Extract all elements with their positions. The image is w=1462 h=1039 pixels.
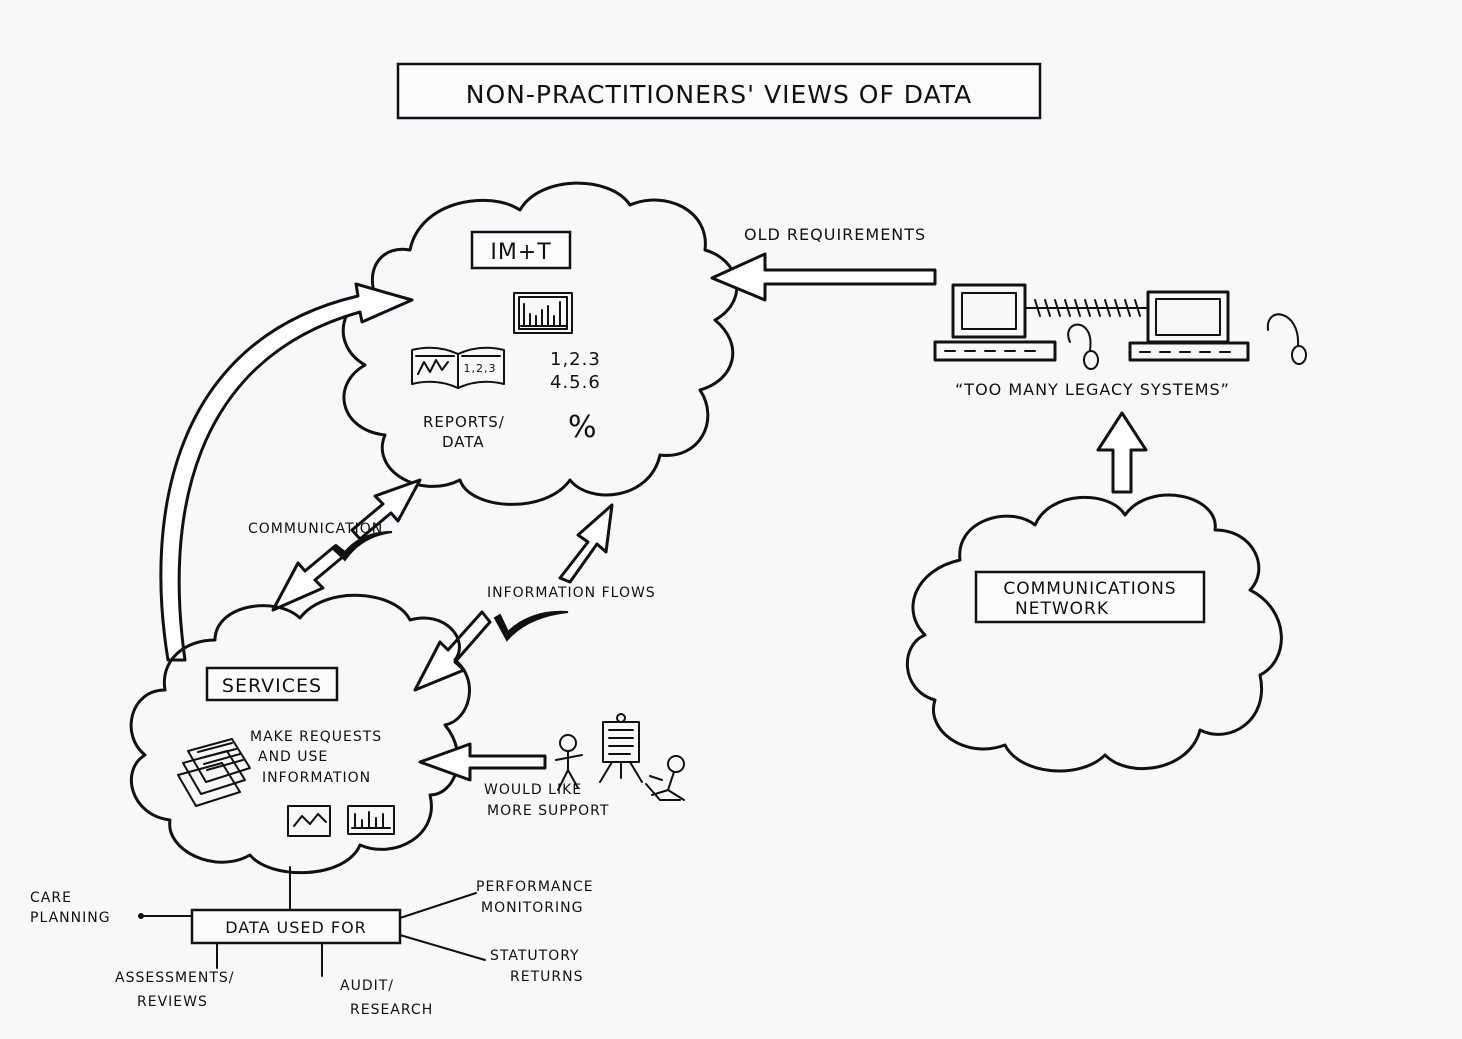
communication-arrows: COMMUNICATION: [248, 478, 422, 612]
information-flows-arrows: INFORMATION FLOWS: [413, 503, 656, 692]
flipchart-icon: [599, 713, 643, 783]
mouse-icon: [1266, 313, 1307, 365]
document-stack-icon: [177, 738, 251, 807]
services-text-2: AND USE: [258, 749, 328, 765]
performance-label-1: PERFORMANCE: [476, 879, 594, 895]
reports-label-2: DATA: [442, 433, 485, 451]
open-book-icon: 1,2,3: [411, 346, 505, 389]
computer-icon: [933, 283, 1057, 362]
imt-numbers-2: 4.5.6: [550, 372, 601, 393]
statutory-label-2: RETURNS: [510, 969, 583, 985]
old-requirements-label: OLD REQUIREMENTS: [744, 225, 926, 244]
mouse-icon: [1067, 323, 1099, 370]
care-planning-label-1: CARE: [30, 890, 72, 906]
support-figures: WOULD LIKE MORE SUPPORT: [484, 713, 685, 819]
imt-numbers-1: 1,2.3: [550, 349, 601, 370]
up-arrow: [1096, 411, 1148, 494]
data-used-for-label: DATA USED FOR: [225, 918, 367, 937]
communication-label: COMMUNICATION: [248, 521, 383, 537]
stick-figure-icon: [645, 755, 685, 801]
data-used-for-box: DATA USED FOR: [138, 892, 486, 977]
audit-label-1: AUDIT/: [340, 978, 394, 994]
percent-symbol: %: [568, 410, 598, 445]
line-chart-icon: [287, 805, 331, 837]
stick-figure-icon: [555, 734, 583, 791]
imt-cloud: IM+T 1,2,3 1,2.3 4.5.6 REPORTS/ DATA %: [341, 181, 739, 506]
services-text-3: INFORMATION: [262, 770, 371, 786]
bar-chart-icon: [513, 292, 573, 334]
performance-label-2: MONITORING: [481, 900, 583, 916]
support-label-1: WOULD LIKE: [484, 782, 582, 798]
imt-label: IM+T: [490, 240, 551, 265]
assessments-label-1: ASSESSMENTS/: [115, 970, 235, 986]
support-label-2: MORE SUPPORT: [487, 803, 609, 819]
assessments-label-2: REVIEWS: [137, 994, 208, 1010]
tick-mark-icon: [493, 610, 569, 642]
tick-mark-icon: [330, 531, 393, 562]
svg-text:1,2,3: 1,2,3: [464, 362, 497, 375]
support-arrow: [418, 742, 547, 782]
communications-network-label-1: COMMUNICATIONS: [1003, 579, 1176, 599]
statutory-label-1: STATUTORY: [490, 948, 580, 964]
page-title: NON-PRACTITIONERS' VIEWS OF DATA: [466, 80, 972, 109]
old-requirements-arrow: OLD REQUIREMENTS: [710, 225, 937, 302]
reports-label-1: REPORTS/: [423, 413, 505, 431]
audit-label-2: RESEARCH: [350, 1002, 433, 1018]
care-planning-label-2: PLANNING: [30, 910, 111, 926]
information-flows-label: INFORMATION FLOWS: [487, 585, 656, 601]
legacy-systems-label: “TOO MANY LEGACY SYSTEMS”: [955, 380, 1230, 399]
communications-network-label-2: NETWORK: [1015, 599, 1109, 619]
curved-arrow: [159, 282, 414, 662]
services-text-1: MAKE REQUESTS: [250, 729, 382, 745]
title-box: NON-PRACTITIONERS' VIEWS OF DATA: [396, 62, 1042, 120]
services-label: SERVICES: [222, 675, 322, 697]
computer-icon: [1128, 290, 1250, 362]
bar-chart-icon: [347, 805, 395, 835]
legacy-computers: “TOO MANY LEGACY SYSTEMS”: [933, 283, 1307, 399]
communications-network-cloud: COMMUNICATIONS NETWORK: [905, 493, 1283, 773]
services-cloud: SERVICES MAKE REQUESTS AND USE INFORMATI…: [129, 593, 471, 875]
